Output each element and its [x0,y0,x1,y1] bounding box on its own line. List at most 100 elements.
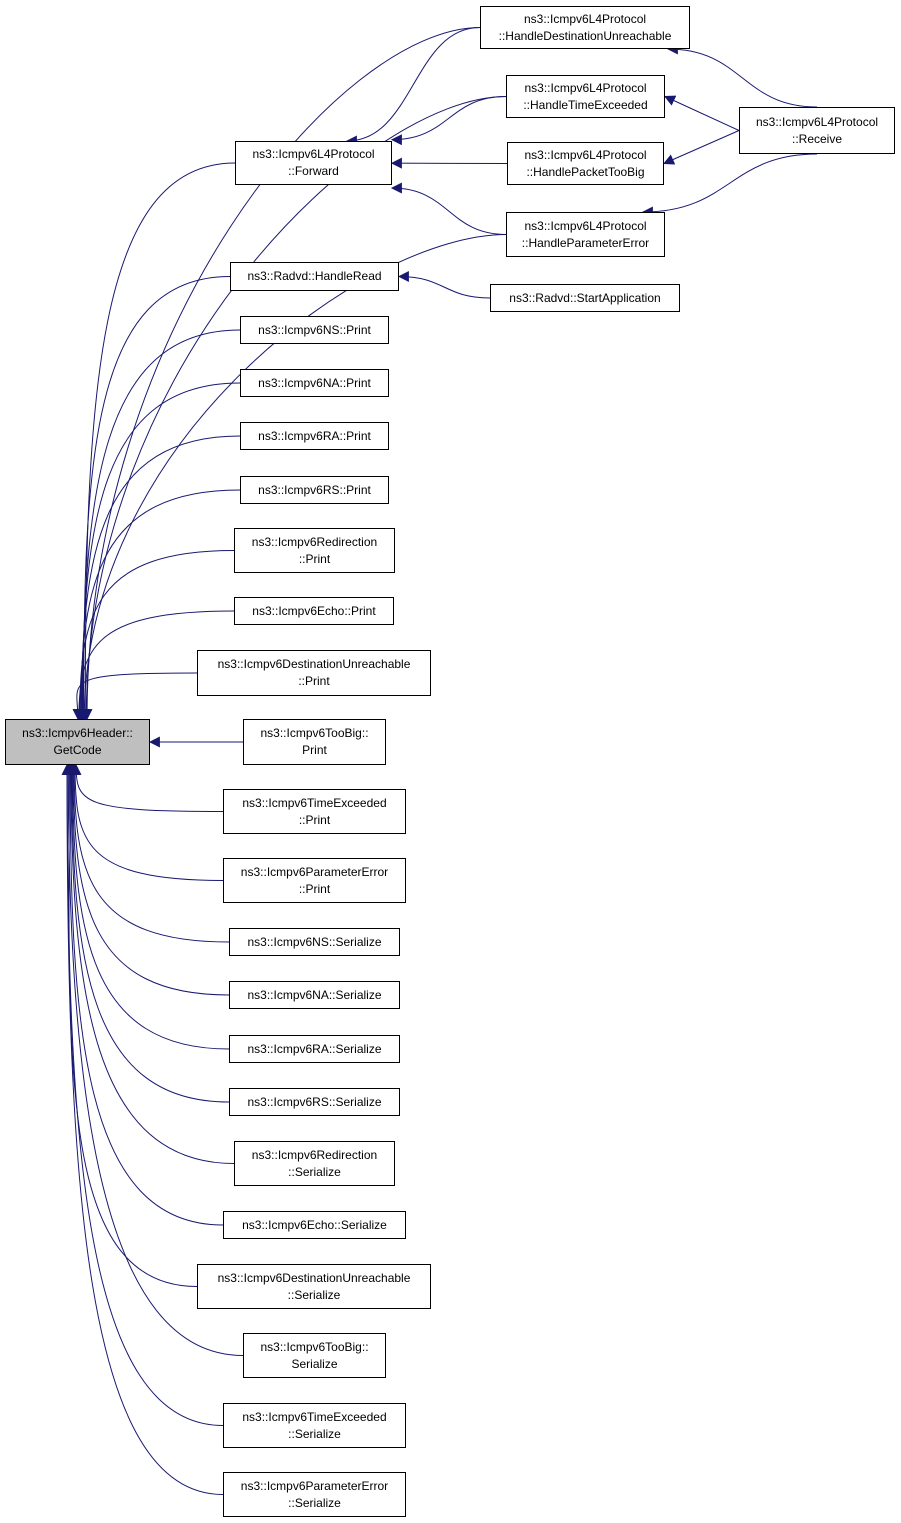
node-icmpv6rs-print[interactable]: ns3::Icmpv6RS::Print [240,476,389,504]
node-label-line: ns3::Icmpv6RS::Print [258,482,371,497]
node-label-line: ns3::Icmpv6NS::Print [258,322,371,337]
call-edge-receive-to-destUnreach [666,43,818,108]
call-edge-echoPrint-to-root [73,610,235,721]
node-icmpv6echo-print[interactable]: ns3::Icmpv6Echo::Print [234,597,394,625]
call-edge-redirPrint-to-root [74,550,235,721]
node-label-line: ns3::Icmpv6NA::Serialize [247,987,382,1002]
node-label-line: ns3::Icmpv6TimeExceeded [242,1409,387,1424]
call-edge-redirSer-to-root [65,763,235,1164]
node-label-line: ::Serialize [288,1495,341,1510]
node-icmpv6ns-print[interactable]: ns3::Icmpv6NS::Print [240,316,389,344]
node-icmpv6header-getcode: ns3::Icmpv6Header::GetCode [5,719,150,765]
call-edge-duSer-to-root [63,763,198,1287]
call-edge-echoSer-to-root [64,763,224,1226]
call-edge-duPrint-to-root [72,672,198,721]
node-label-line: ns3::Icmpv6Echo::Serialize [242,1217,387,1232]
node-icmpv6rs-serialize[interactable]: ns3::Icmpv6RS::Serialize [229,1088,400,1116]
node-icmpv6timeexceeded-print[interactable]: ns3::Icmpv6TimeExceeded::Print [223,789,406,834]
node-icmpv6ra-print[interactable]: ns3::Icmpv6RA::Print [240,422,389,450]
node-label-line: ::HandleParameterError [521,235,650,250]
node-label-line: ::HandleTimeExceeded [523,97,648,112]
node-icmpv6na-print[interactable]: ns3::Icmpv6NA::Print [240,369,389,397]
node-label-line: ns3::Icmpv6Redirection [251,534,378,549]
call-edge-receive-to-paramErr [641,153,818,218]
node-icmpv6ra-serialize[interactable]: ns3::Icmpv6RA::Serialize [229,1035,400,1063]
call-edge-nsSer-to-root [68,763,230,943]
call-edge-tePrint-to-root [70,763,224,812]
call-edge-tbSer-to-root [62,763,244,1356]
node-label-line: ns3::Icmpv6L4Protocol [524,80,647,95]
node-radvd-start-application[interactable]: ns3::Radvd::StartApplication [490,284,680,312]
node-icmpv6ns-serialize[interactable]: ns3::Icmpv6NS::Serialize [229,928,400,956]
node-label-line: ns3::Icmpv6RS::Serialize [247,1094,382,1109]
node-label-line: ns3::Icmpv6RA::Serialize [247,1041,382,1056]
node-label-line: ::Print [298,881,331,896]
node-icmpv6toobig-print[interactable]: ns3::Icmpv6TooBig::Print [243,719,386,765]
node-icmpv6parametererror-print[interactable]: ns3::Icmpv6ParameterError::Print [223,858,406,903]
node-label-line: ns3::Icmpv6L4Protocol [524,218,647,233]
node-label-line: ns3::Icmpv6ParameterError [240,1478,389,1493]
node-icmpv6redirection-print[interactable]: ns3::Icmpv6Redirection::Print [234,528,395,573]
node-handle-parameter-error[interactable]: ns3::Icmpv6L4Protocol::HandleParameterEr… [506,212,665,257]
node-handle-packet-too-big[interactable]: ns3::Icmpv6L4Protocol::HandlePacketTooBi… [507,142,664,185]
node-radvd-handle-read[interactable]: ns3::Radvd::HandleRead [230,262,399,291]
node-icmpv6timeexceeded-serialize[interactable]: ns3::Icmpv6TimeExceeded::Serialize [223,1403,406,1448]
node-label-line: ns3::Icmpv6RA::Print [258,428,371,443]
node-forward[interactable]: ns3::Icmpv6L4Protocol::Forward [235,141,392,185]
node-label-line: ::Forward [288,164,339,178]
node-icmpv6destinationunreachable-print[interactable]: ns3::Icmpv6DestinationUnreachable::Print [197,650,431,696]
call-edge-timeExc-to-forward [390,96,507,146]
node-label-line: ns3::Icmpv6L4Protocol [252,147,375,161]
node-label-line: GetCode [53,743,102,757]
node-label-line: ::Serialize [288,1164,341,1179]
call-edge-destUnreach-to-forward [345,27,481,147]
node-label-line: ns3::Icmpv6ParameterError [240,864,389,879]
node-label-line: ::HandlePacketTooBig [526,164,645,179]
call-edge-raSer-to-root [67,763,230,1050]
node-handle-destination-unreachable[interactable]: ns3::Icmpv6L4Protocol::HandleDestination… [480,6,690,49]
node-label-line: ns3::Icmpv6L4Protocol [524,147,647,162]
node-icmpv6redirection-serialize[interactable]: ns3::Icmpv6Redirection::Serialize [234,1141,395,1186]
node-label-line: ::Print [298,674,330,688]
call-edge-destUnreach-to-root [81,27,481,721]
node-icmpv6destinationunreachable-serialize[interactable]: ns3::Icmpv6DestinationUnreachable::Seria… [197,1264,431,1309]
node-label-line: ns3::Radvd::HandleRead [247,269,382,283]
node-label-line: ::Receive [791,131,843,146]
node-label-line: ns3::Radvd::StartApplication [509,290,661,305]
node-label-line: ::Print [298,551,331,566]
node-label-line: Serialize [291,1356,338,1371]
node-label-line: ::Print [298,812,331,827]
call-edge-startApp-to-handleRead [397,271,491,299]
node-label-line: ns3::Icmpv6Redirection [251,1147,378,1162]
node-label-line: Print [302,743,327,757]
node-label-line: ns3::Icmpv6NS::Serialize [247,934,382,949]
node-label-line: ::Serialize [288,1426,341,1441]
node-label-line: ns3::Icmpv6L4Protocol [523,11,647,26]
node-icmpv6toobig-serialize[interactable]: ns3::Icmpv6TooBig::Serialize [243,1333,386,1378]
call-edge-receive-to-timeExc [664,95,740,131]
node-label-line: ns3::Icmpv6TooBig:: [260,1339,369,1354]
call-edge-pePrint-to-root [69,763,224,881]
node-label-line: ns3::Icmpv6DestinationUnreachable [217,657,411,671]
call-edge-rsSer-to-root [66,763,230,1103]
node-icmpv6na-serialize[interactable]: ns3::Icmpv6NA::Serialize [229,981,400,1009]
node-label-line: ns3::Icmpv6DestinationUnreachable [217,1270,411,1285]
node-label-line: ::Serialize [287,1287,341,1302]
node-label-line: ns3::Icmpv6Echo::Print [252,603,376,618]
node-icmpv6parametererror-serialize[interactable]: ns3::Icmpv6ParameterError::Serialize [223,1472,406,1517]
node-label-line: ns3::Icmpv6TimeExceeded [242,795,387,810]
node-label-line: ns3::Icmpv6Header:: [22,726,133,740]
node-receive[interactable]: ns3::Icmpv6L4Protocol::Receive [739,107,895,154]
call-edge-paramErr-to-forward [390,182,507,235]
node-label-line: ns3::Icmpv6TooBig:: [260,726,369,740]
call-edge-naSer-to-root [67,763,230,996]
node-label-line: ns3::Icmpv6NA::Print [258,375,371,390]
call-edge-peSer-to-root [61,763,224,1495]
node-label-line: ns3::Icmpv6L4Protocol [755,114,879,129]
node-label-line: ::HandleDestinationUnreachable [498,28,672,43]
node-handle-time-exceeded[interactable]: ns3::Icmpv6L4Protocol::HandleTimeExceede… [506,75,665,118]
call-edge-receive-to-tooBig [662,130,740,165]
node-icmpv6echo-serialize[interactable]: ns3::Icmpv6Echo::Serialize [223,1211,406,1239]
